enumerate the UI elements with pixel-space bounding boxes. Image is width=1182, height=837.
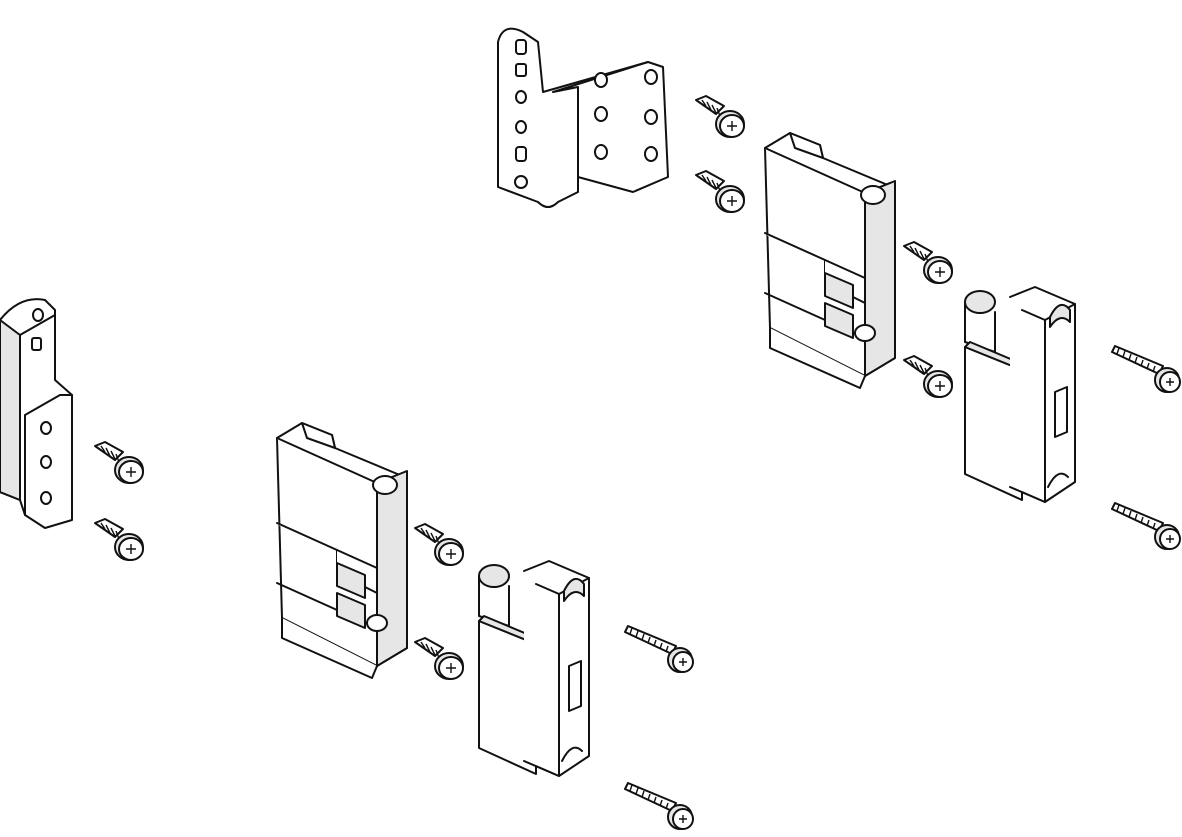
- tapping-screw-3: [903, 241, 953, 284]
- machine-screw-1: [1111, 345, 1181, 393]
- hinge-leaf-lower: [478, 560, 590, 777]
- hinge-body-lower: [276, 422, 408, 679]
- tapping-screw-6: [94, 518, 144, 561]
- mounting-bracket-large: [497, 27, 669, 208]
- hinge-leaf-upper: [964, 286, 1076, 503]
- tapping-screw-2: [695, 170, 745, 213]
- hinge-body-upper: [764, 132, 896, 389]
- mounting-bracket-small: [0, 298, 73, 529]
- machine-screw-2: [1111, 502, 1181, 550]
- tapping-screw-1: [695, 95, 745, 138]
- tapping-screw-4: [903, 355, 953, 398]
- machine-screw-3: [624, 625, 694, 673]
- tapping-screw-7: [414, 523, 464, 566]
- machine-screw-4: [624, 782, 694, 830]
- tapping-screw-5: [94, 441, 144, 484]
- tapping-screw-8: [414, 637, 464, 680]
